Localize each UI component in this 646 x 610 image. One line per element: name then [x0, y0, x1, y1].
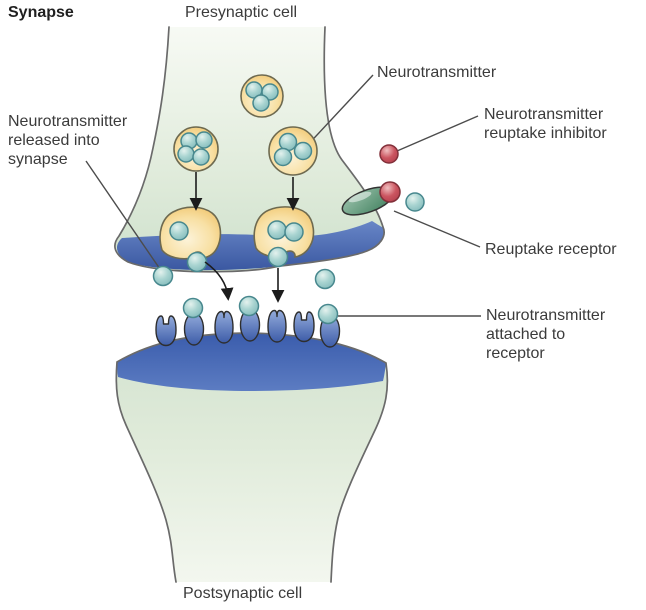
neurotransmitter-molecule — [267, 220, 287, 240]
neurotransmitter-molecule — [177, 145, 195, 163]
receptor-open — [293, 311, 315, 343]
fused-vesicle — [159, 206, 222, 260]
attached-label-line1: Neurotransmitter — [486, 307, 606, 324]
leader-line-reuptake-receptor — [393, 210, 481, 248]
neurotransmitter-molecule — [192, 148, 210, 166]
released-neurotransmitter — [152, 265, 174, 287]
receptor-notched — [267, 309, 287, 343]
receptor-notched — [214, 310, 234, 344]
reuptake-inhibitor-label-line1: Neurotransmitter — [484, 106, 604, 123]
released-neurotransmitter-label: Neurotransmitter released into synapse — [8, 112, 127, 169]
reuptake-inhibitor-molecule — [379, 181, 401, 203]
neurotransmitter-molecule — [273, 147, 293, 167]
neurotransmitter-molecule — [252, 94, 270, 112]
reuptake-receptor-highlight — [348, 191, 372, 203]
attached-neurotransmitter-label: Neurotransmitter attached to receptor — [486, 306, 605, 363]
reuptake-inhibitor-label: Neurotransmitter reuptake inhibitor — [484, 105, 607, 143]
cleft-arrow-curved — [204, 261, 234, 301]
reuptake-inhibitor-label-line2: reuptake inhibitor — [484, 125, 607, 142]
neurotransmitter-label: Neurotransmitter — [377, 64, 497, 81]
neurotransmitter-molecule — [284, 222, 304, 242]
reuptake-inhibitor-molecule — [379, 144, 399, 164]
released-neurotransmitter — [267, 246, 289, 268]
attached-label-line3: receptor — [486, 345, 545, 362]
flow-arrows — [189, 172, 300, 303]
released-label-line3: synapse — [8, 151, 68, 168]
released-label-line2: released into — [8, 132, 100, 149]
released-neurotransmitter — [314, 268, 336, 290]
neurotransmitter-molecule — [169, 221, 189, 241]
leader-line-released — [85, 160, 163, 273]
reuptake-complex — [341, 144, 401, 216]
postsynaptic-cell-body — [116, 333, 388, 582]
postsynaptic-cell — [115, 332, 389, 583]
presynaptic-cell — [114, 26, 385, 273]
released-label-line1: Neurotransmitter — [8, 113, 128, 130]
postsynaptic-cell-label: Postsynaptic cell — [183, 585, 303, 602]
presynaptic-cell-label: Presynaptic cell — [185, 4, 298, 21]
neurotransmitter-on-receptors — [182, 295, 339, 325]
receptor-open — [155, 315, 177, 347]
diagram-title: Synapse — [8, 4, 74, 21]
presynaptic-cell-outline — [114, 26, 385, 273]
attached-neurotransmitter — [317, 303, 339, 325]
postsynaptic-membrane — [117, 333, 386, 391]
leader-line-inhibitor — [396, 115, 479, 152]
neurotransmitter-molecules-in-vesicles — [169, 81, 313, 242]
attached-neurotransmitter — [182, 297, 204, 319]
attached-neurotransmitter — [238, 295, 260, 317]
neurotransmitter-molecule — [293, 141, 313, 161]
free-neurotransmitter — [405, 192, 425, 212]
leader-lines — [85, 74, 481, 317]
released-neurotransmitter — [186, 251, 208, 273]
leader-line-neurotransmitter — [302, 74, 374, 151]
attached-label-line2: attached to — [486, 326, 566, 343]
postsynaptic-receptors — [155, 308, 341, 348]
neurotransmitter-in-cleft — [152, 192, 425, 290]
neurotransmitter-molecule — [195, 131, 213, 149]
reuptake-receptor-label: Reuptake receptor — [485, 241, 617, 258]
